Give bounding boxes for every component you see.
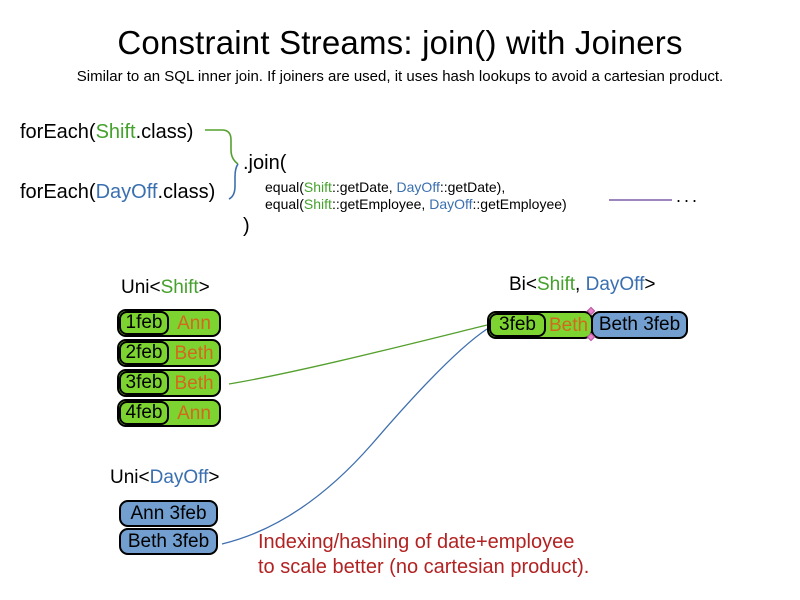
label-text: Uni< xyxy=(110,467,150,488)
code-text: ::getEmployee) xyxy=(472,196,567,212)
shift-row: 4feb Ann xyxy=(117,399,221,427)
page-title: Constraint Streams: join() with Joiners xyxy=(117,24,683,61)
code-foreach-dayoff: forEach(DayOff.class) xyxy=(20,181,215,204)
shift-row: 3feb Beth xyxy=(117,369,221,397)
more-joiners-ellipsis: ... xyxy=(676,186,701,206)
dayoff-to-bi-blue-line xyxy=(221,328,488,545)
label-text: Bi< xyxy=(509,274,537,295)
shift-employee-label: Beth xyxy=(174,372,214,394)
code-join-close: ) xyxy=(243,215,250,237)
label-text: > xyxy=(644,274,656,295)
code-joiner-employee: equal(Shift::getEmployee, DayOff::getEmp… xyxy=(265,196,567,212)
bi-row: 3feb Beth Beth 3feb xyxy=(487,311,688,339)
label-text: > xyxy=(208,467,220,488)
shift-class-text: Shift xyxy=(303,179,332,195)
dayoff-class-text: DayOff xyxy=(396,179,440,195)
uni-dayoff-table: Ann 3feb Beth 3feb xyxy=(119,500,218,556)
dayoff-row: Ann 3feb xyxy=(119,500,218,527)
code-joiner-date: equal(Shift::getDate, DayOff::getDate), xyxy=(265,179,505,195)
shift-employee-label: Beth xyxy=(174,342,214,364)
brace-green-line xyxy=(205,129,239,165)
code-text: ::getDate), xyxy=(439,179,506,195)
uni-shift-label: Uni<Shift> xyxy=(121,277,210,299)
code-text: forEach( xyxy=(20,181,96,203)
shift-row: 2feb Beth xyxy=(117,339,221,367)
shift-employee-label: Ann xyxy=(177,402,211,424)
code-join-open: .join( xyxy=(243,152,287,174)
shift-employee-label: Ann xyxy=(177,312,211,334)
dayoff-class-text: DayOff xyxy=(585,274,645,295)
dayoff-class-text: DayOff xyxy=(149,467,209,488)
shift-date-cell: 4feb xyxy=(119,401,169,425)
note-text: Indexing/hashing of date+employee to scal… xyxy=(258,530,589,580)
bi-dayoff-part: Beth 3feb xyxy=(591,311,688,339)
shift-to-bi-green-line xyxy=(228,324,488,385)
note-line-1: Indexing/hashing of date+employee xyxy=(258,531,575,553)
shift-class-text: Shift xyxy=(160,277,199,298)
shift-class-text: Shift xyxy=(303,196,332,212)
dayoff-class-text: DayOff xyxy=(95,181,158,203)
shift-date-cell: 3feb xyxy=(119,371,169,395)
code-text: .class) xyxy=(135,121,194,143)
code-text: ::getDate, xyxy=(331,179,397,195)
label-text: Uni< xyxy=(121,277,161,298)
code-text: .class) xyxy=(157,181,216,203)
shift-row: 1feb Ann xyxy=(117,309,221,337)
shift-class-text: Shift xyxy=(537,274,576,295)
bi-label: Bi<Shift, DayOff> xyxy=(509,274,655,296)
label-text: > xyxy=(198,277,210,298)
shift-class-text: Shift xyxy=(95,121,136,143)
code-text: ::getEmployee, xyxy=(331,196,430,212)
dayoff-class-text: DayOff xyxy=(429,196,473,212)
shift-employee-label: Beth xyxy=(548,314,589,336)
code-text: forEach( xyxy=(20,121,96,143)
note-line-2: to scale better (no cartesian product). xyxy=(258,556,590,578)
shift-date-cell: 2feb xyxy=(119,341,169,365)
code-foreach-shift: forEach(Shift.class) xyxy=(20,121,193,144)
uni-shift-table: 1feb Ann 2feb Beth 3feb Beth 4feb Ann xyxy=(117,309,221,429)
code-text: equal( xyxy=(265,196,304,212)
shift-date-cell: 3feb xyxy=(489,313,546,337)
label-text: , xyxy=(575,274,586,295)
shift-date-cell: 1feb xyxy=(119,311,169,335)
brace-blue-line xyxy=(228,163,239,200)
code-text: equal( xyxy=(265,179,304,195)
uni-dayoff-label: Uni<DayOff> xyxy=(110,467,220,489)
bi-shift-part: 3feb Beth xyxy=(487,311,593,339)
page-subtitle: Similar to an SQL inner join. If joiners… xyxy=(76,68,724,85)
dayoff-row: Beth 3feb xyxy=(119,528,218,555)
